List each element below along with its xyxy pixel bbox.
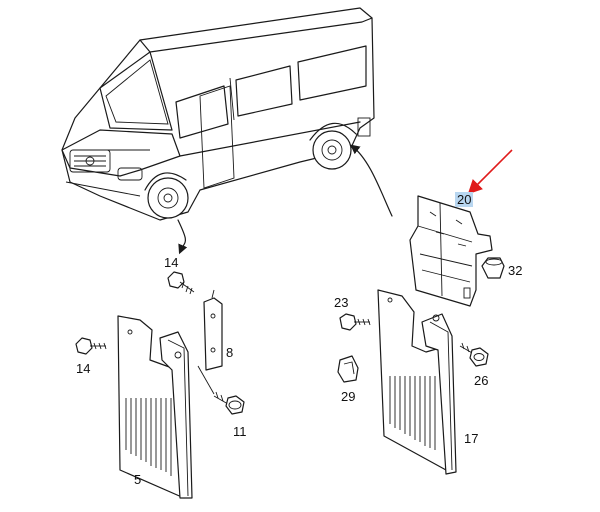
part-23-screw [339,313,371,331]
callout-26: 26 [474,373,489,388]
red-pointer-arrow [467,149,513,195]
callout-17: 17 [464,431,479,446]
front-arrow [177,219,188,255]
callout-5: 5 [134,472,142,487]
part-20-bracket [409,195,493,307]
part-8-strip [203,297,223,371]
part-14-screw-lower [75,337,107,355]
callout-11: 11 [233,424,247,439]
part-11-screw [213,391,245,415]
part-14-screw-upper [167,271,195,295]
callout-14-upper: 14 [164,255,179,270]
callout-23: 23 [334,295,349,310]
callout-8: 8 [226,345,234,360]
callout-20: 20 [455,192,474,207]
part-32-nut [481,257,505,279]
part-29-clip [337,355,359,383]
part-26-nut [459,342,489,367]
part-5-mudflap [117,315,193,499]
callout-14-lower: 14 [76,361,91,376]
part-17-mudflap [377,289,457,475]
callout-29: 29 [341,389,356,404]
van-illustration [61,7,375,221]
callout-32: 32 [508,263,523,278]
rear-arrow [350,144,393,217]
